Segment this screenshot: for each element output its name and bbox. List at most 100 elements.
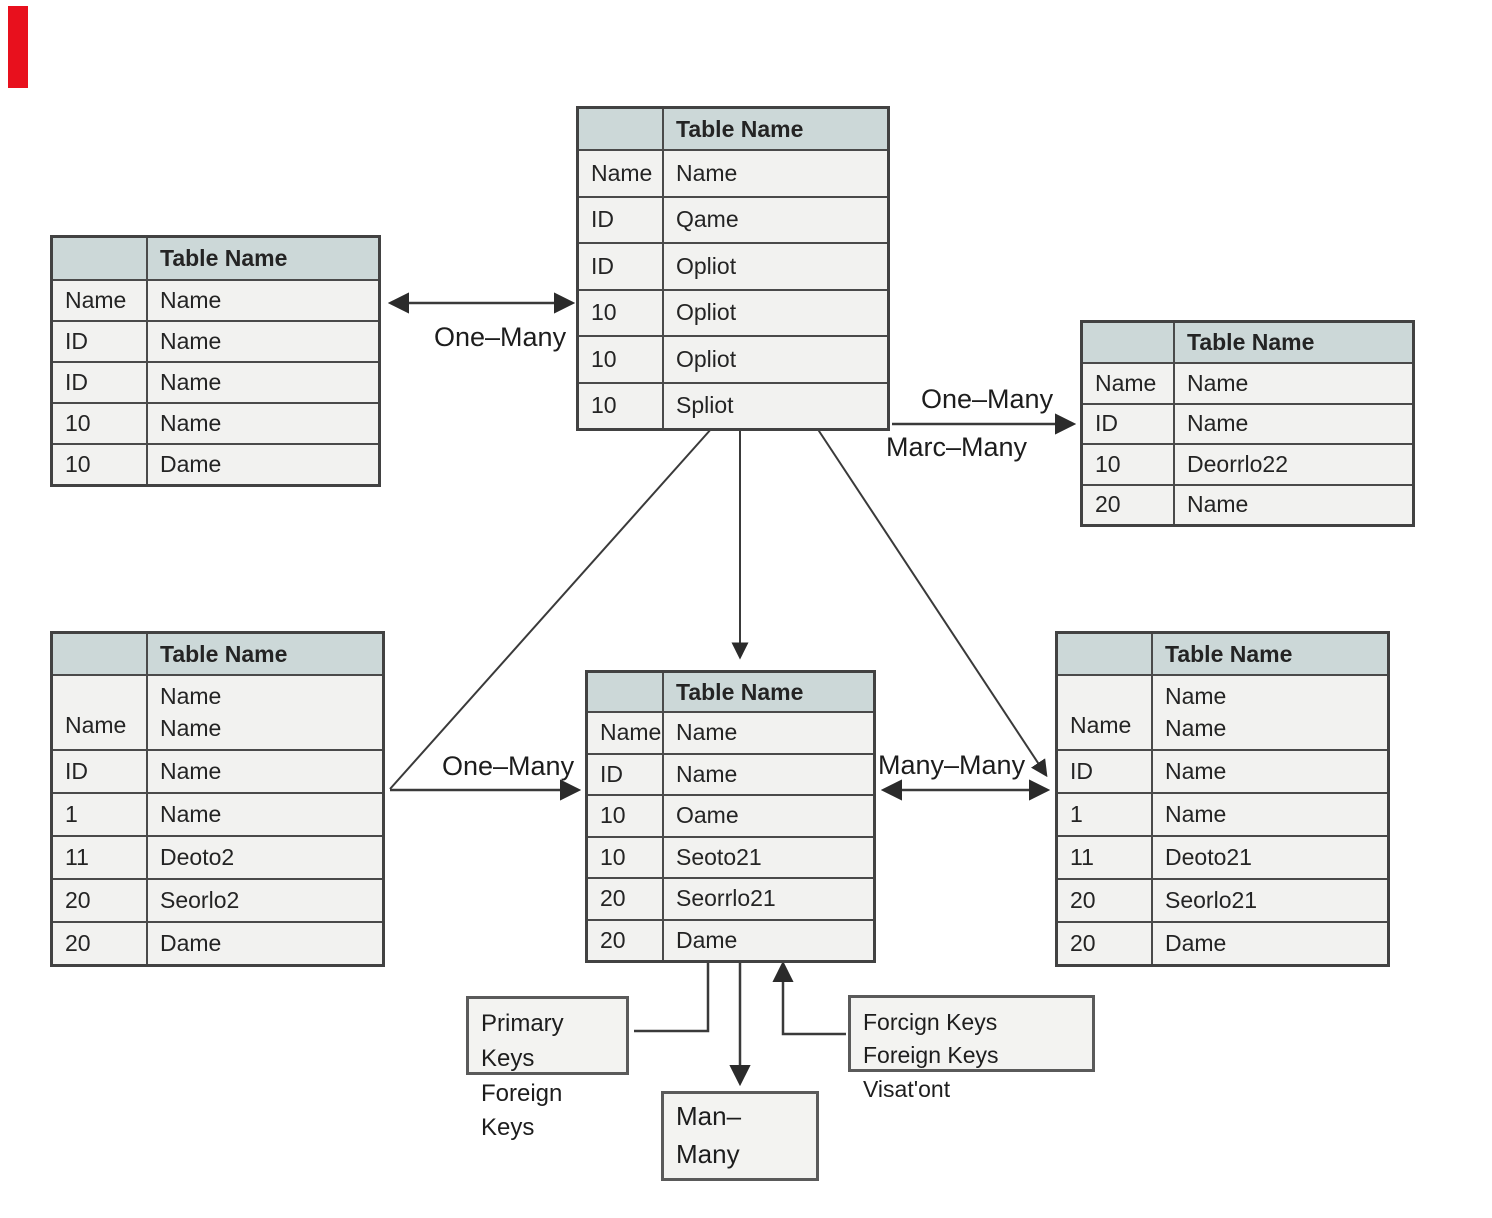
table-header-corner [1083, 323, 1175, 362]
table-cell-key: 11 [53, 837, 148, 878]
foreign-keys-box: Forcign Keys Foreign Keys Visat'ont [848, 995, 1095, 1102]
label-one-many-mid: One–Many [442, 751, 575, 781]
table-cell-value: Name [148, 322, 378, 361]
table-cell-key: Name [588, 713, 664, 753]
table-cell-value: Seorlo2 [148, 880, 382, 921]
foreign-keys-line2: Foreign Keys Visat'ont [863, 1042, 999, 1102]
label-marc-many-right: Marc–Many [886, 432, 1028, 462]
table-cell-value: Oame [664, 796, 873, 836]
table-cell-key: 20 [53, 880, 148, 921]
table-cell-key: 11 [1058, 837, 1153, 878]
table-cell-value: Name [1153, 794, 1387, 835]
table-header-corner [53, 634, 148, 674]
table-cell-value: Name [664, 151, 887, 196]
table-cell-key: Name [1058, 676, 1153, 749]
table-cell-key: 10 [588, 796, 664, 836]
table-cell-value: Name [1175, 485, 1412, 524]
table-cell-key: Name [1083, 364, 1175, 403]
table-cell-value: Deoto21 [1153, 837, 1387, 878]
table-cell-value: Name [148, 794, 382, 835]
table-cell-value: Name [664, 713, 873, 753]
table-cell-value: Name [1175, 364, 1412, 403]
table-header-corner [53, 238, 148, 279]
table-cell-key: 20 [1058, 923, 1153, 964]
man-many-box: Man–Many [661, 1091, 819, 1181]
table-title: Table Name [1153, 634, 1387, 674]
table-cell-value: Dame [148, 923, 382, 964]
table-cell-key: 10 [1083, 445, 1175, 484]
table-cell-value: Opliot [664, 244, 887, 289]
table-cell-value: Dame [148, 445, 378, 484]
table-cell-key: 20 [1083, 485, 1175, 524]
table-cell-key: 10 [579, 337, 664, 382]
table-cell-value: Qame [664, 197, 887, 242]
table-title: Table Name [664, 673, 873, 711]
table-title: Table Name [664, 109, 887, 149]
table-cell-key: ID [1083, 404, 1175, 443]
table-cell-key: Name [53, 281, 148, 320]
connector-primarykeys-box [634, 956, 710, 1033]
man-many-label: Man–Many [676, 1101, 742, 1169]
table-cell-value: Spliot [664, 383, 887, 428]
label-many-many-mid: Many–Many [878, 750, 1026, 780]
primary-keys-line1: Primary Keys [481, 1010, 564, 1072]
label-one-many-top: One–Many [434, 322, 567, 352]
table-cell-value: Seoto21 [664, 837, 873, 877]
table-cell-value: Name [1153, 751, 1387, 792]
table-header-corner [588, 673, 664, 711]
table-cell-key: 10 [588, 837, 664, 877]
red-corner-artifact [8, 6, 28, 88]
table-cell-value: Name [664, 754, 873, 794]
table-cell-key: ID [53, 322, 148, 361]
table-cell-key: 20 [588, 920, 664, 960]
label-one-many-right: One–Many [921, 384, 1054, 414]
table-cell-key: 20 [588, 879, 664, 919]
table-cell-value: Deoto2 [148, 837, 382, 878]
table-cell-key: 20 [1058, 880, 1153, 921]
table-title: Table Name [148, 634, 382, 674]
table-cell-value: Deorrlo22 [1175, 445, 1412, 484]
table-title: Table Name [1175, 323, 1412, 362]
connector-foreignkeys-box [772, 960, 846, 1036]
table-cell-key: 10 [579, 290, 664, 335]
table-cell-key: 1 [1058, 794, 1153, 835]
table-cell-value: Seorlo21 [1153, 880, 1387, 921]
table-cell-value: Name [1175, 404, 1412, 443]
table-cell-value: Name [148, 281, 378, 320]
table-cell-value: Name [148, 404, 378, 443]
table-cell-key: ID [53, 363, 148, 402]
table-cell-key: ID [53, 751, 148, 792]
table-cell-value: Dame [664, 920, 873, 960]
table-cell-key: Name [579, 151, 664, 196]
table-cell-key: 10 [53, 445, 148, 484]
table-title: Table Name [148, 238, 378, 279]
table-cell-key: Name [53, 676, 148, 749]
table-cell-value: Seorrlo21 [664, 879, 873, 919]
table-cell-key: ID [1058, 751, 1153, 792]
table-header-corner [579, 109, 664, 149]
table-header-corner [1058, 634, 1153, 674]
table-cell-key: ID [588, 754, 664, 794]
table-cell-key: 20 [53, 923, 148, 964]
table-cell-key: ID [579, 244, 664, 289]
table-cell-value: Name [148, 751, 382, 792]
primary-keys-box: Primary Keys Foreign Keys [466, 996, 629, 1141]
table-cell-key: 1 [53, 794, 148, 835]
table-cell-value: Opliot [664, 290, 887, 335]
table-cell-key: 10 [53, 404, 148, 443]
table-cell-value: Name [148, 363, 378, 402]
table-cell-key: ID [579, 197, 664, 242]
primary-keys-line2: Foreign Keys [481, 1079, 563, 1142]
table-cell-value: Dame [1153, 923, 1387, 964]
foreign-keys-line1: Forcign Keys [863, 1009, 998, 1035]
table-cell-value: Opliot [664, 337, 887, 382]
table-cell-key: 10 [579, 383, 664, 428]
